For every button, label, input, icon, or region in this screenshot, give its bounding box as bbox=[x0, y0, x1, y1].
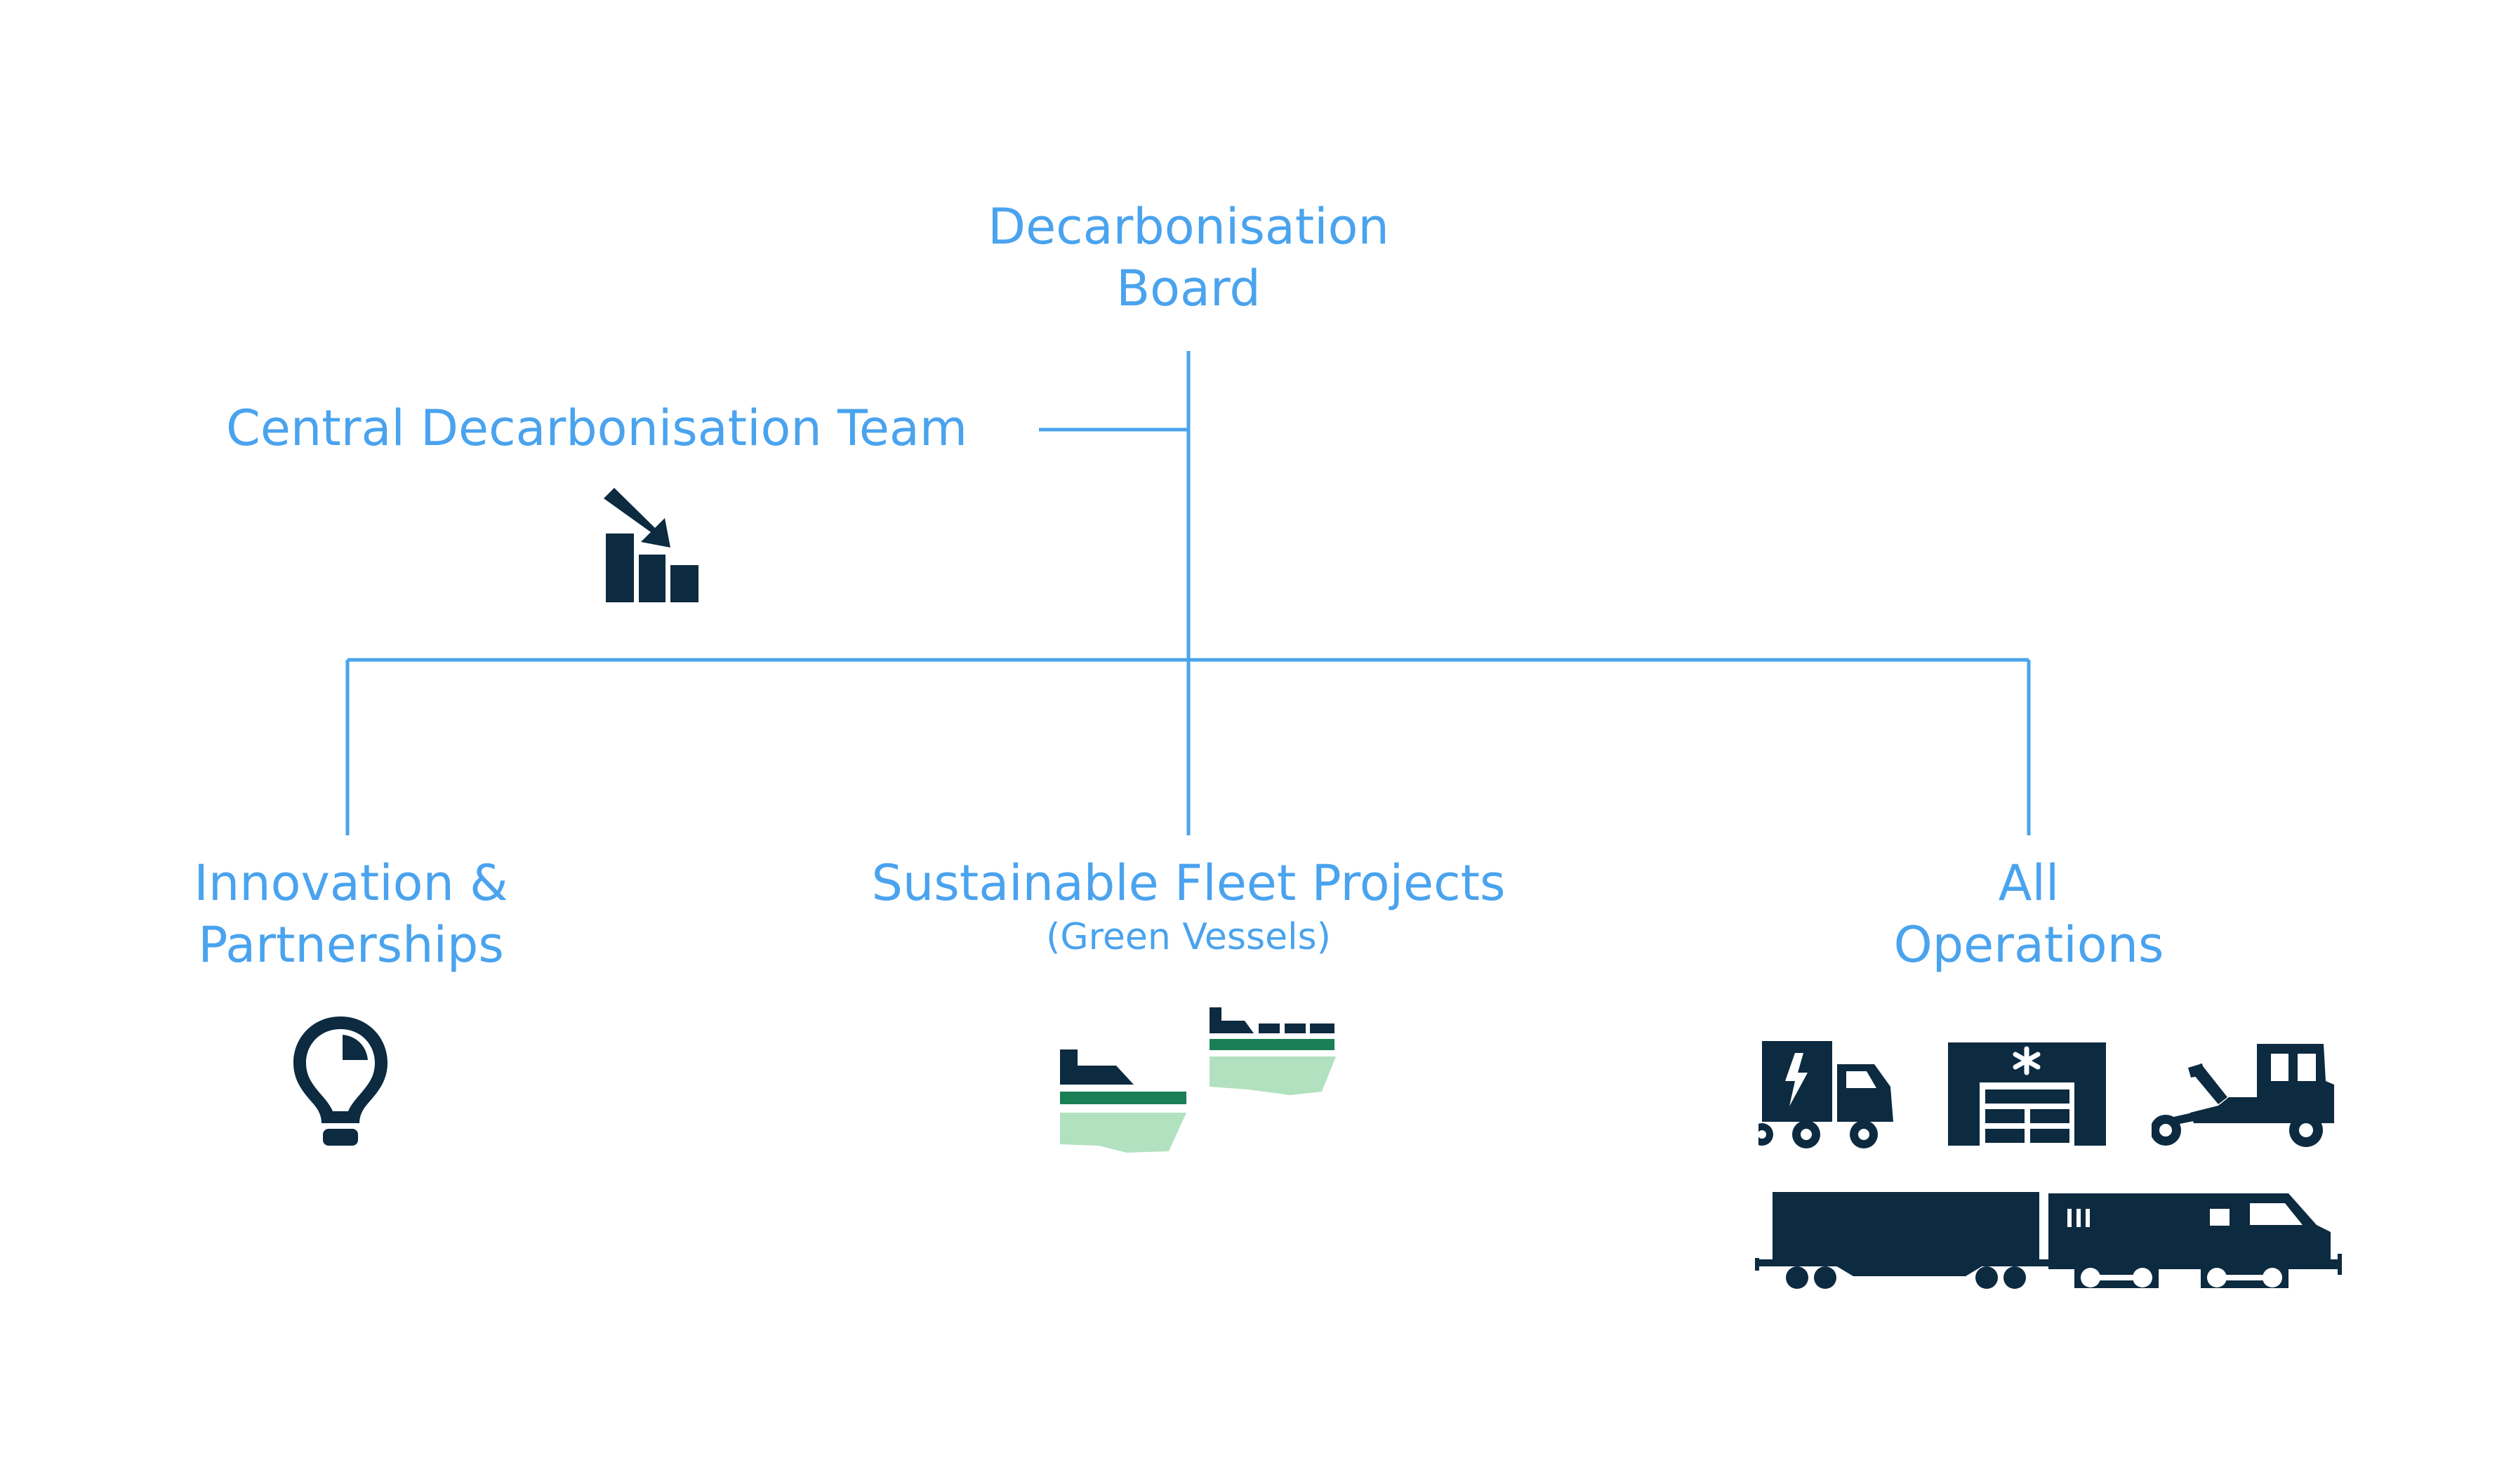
central-team-label: Central Decarbonisation Team bbox=[161, 398, 1032, 460]
vessel-icon bbox=[1210, 1007, 1336, 1095]
operations-line-2: Operations bbox=[1893, 915, 2164, 974]
electric-truck-icon bbox=[1758, 1041, 1893, 1148]
fleet-title: Sustainable Fleet Projects bbox=[871, 854, 1506, 912]
lightbulb-icon bbox=[293, 1016, 387, 1146]
innovation-line-1: Innovation & bbox=[194, 854, 508, 912]
warehouse-icon bbox=[1948, 1042, 2106, 1146]
board-line-1: Decarbonisation bbox=[988, 198, 1389, 256]
sustainable-fleet-label: Sustainable Fleet Projects (Green Vessel… bbox=[767, 853, 1610, 960]
locomotive-train-icon bbox=[1755, 1192, 2342, 1289]
central-team-text: Central Decarbonisation Team bbox=[225, 399, 968, 457]
board-line-2: Board bbox=[1116, 259, 1261, 317]
all-operations-label: All Operations bbox=[1818, 853, 2239, 976]
vessel-icon bbox=[1060, 1049, 1186, 1153]
tug-tractor-icon bbox=[2152, 1044, 2334, 1147]
innovation-partnerships-label: Innovation & Partnerships bbox=[140, 853, 562, 976]
decarbonisation-board-label: Decarbonisation Board bbox=[908, 197, 1469, 319]
declining-chart-icon bbox=[604, 488, 698, 602]
fleet-subtitle: (Green Vessels) bbox=[1046, 915, 1331, 958]
operations-line-1: All bbox=[1998, 854, 2060, 912]
innovation-line-2: Partnerships bbox=[198, 915, 504, 974]
